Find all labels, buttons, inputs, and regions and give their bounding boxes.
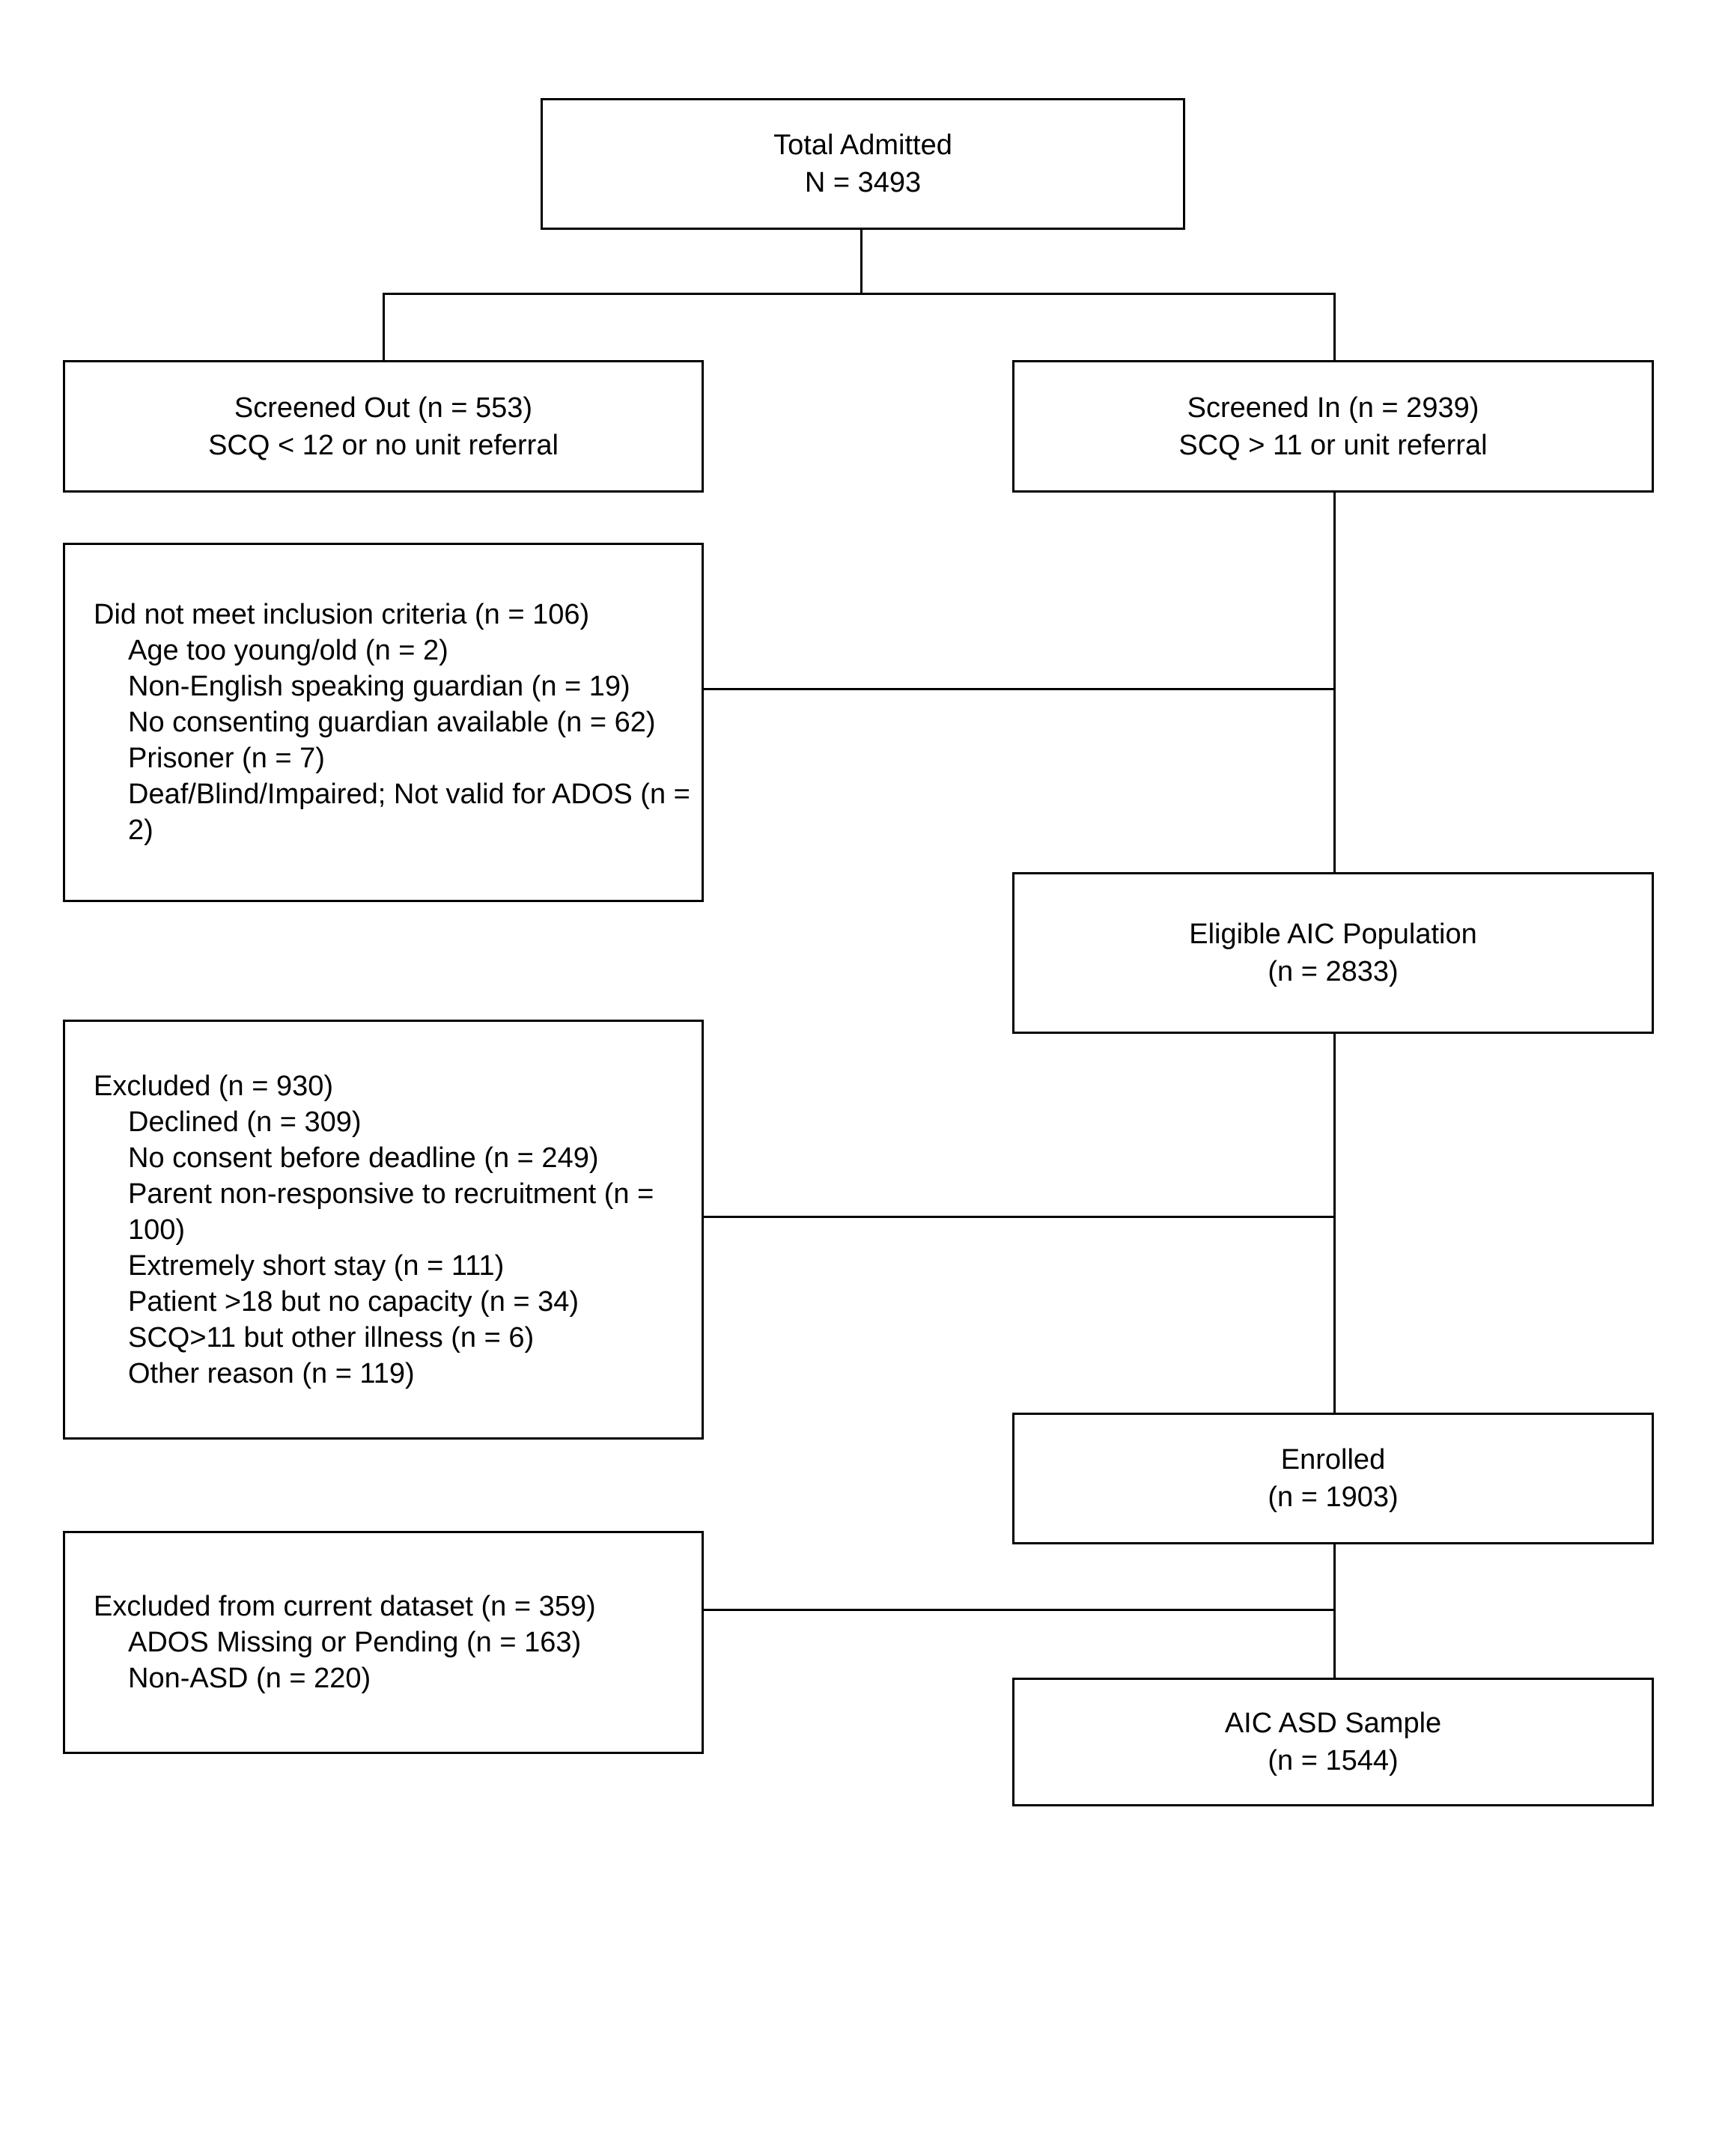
box-line: SCQ > 11 or unit referral xyxy=(1178,429,1488,461)
list-item: Non-ASD (n = 220) xyxy=(128,1663,371,1694)
list-item: Prisoner (n = 7) xyxy=(128,743,325,774)
box-line: Screened Out (n = 553) xyxy=(234,392,533,424)
connector-split-horizontal xyxy=(383,293,1336,295)
box-heading: Did not meet inclusion criteria (n = 106… xyxy=(94,599,590,630)
list-item: SCQ>11 but other illness (n = 6) xyxy=(128,1321,535,1353)
box-line: N = 3493 xyxy=(804,167,922,198)
flow-box-screened-in: Screened In (n = 2939) SCQ > 11 or unit … xyxy=(1012,360,1654,493)
flow-box-excluded: Excluded (n = 930) Declined (n = 309) No… xyxy=(63,1020,704,1440)
box-line: AIC ASD Sample xyxy=(1224,1708,1442,1739)
flow-box-did-not-meet-criteria: Did not meet inclusion criteria (n = 106… xyxy=(63,543,704,902)
box-line: Enrolled xyxy=(1280,1444,1386,1476)
box-line: Screened In (n = 2939) xyxy=(1187,392,1479,424)
connector-excluded-dataset-branch xyxy=(704,1609,1335,1611)
box-heading: Excluded from current dataset (n = 359) xyxy=(94,1591,596,1622)
flow-box-aic-asd-sample: AIC ASD Sample (n = 1544) xyxy=(1012,1678,1654,1806)
list-item: Patient >18 but no capacity (n = 34) xyxy=(128,1285,579,1318)
list-item: Parent non-responsive to recruitment (n … xyxy=(128,1178,654,1246)
box-heading: Excluded (n = 930) xyxy=(94,1070,334,1102)
list-item: Deaf/Blind/Impaired; Not valid for ADOS … xyxy=(128,779,690,846)
flow-box-total-admitted: Total Admitted N = 3493 xyxy=(541,98,1185,230)
connector-screened-in-to-eligible xyxy=(1333,493,1336,872)
list-item: No consenting guardian available (n = 62… xyxy=(128,707,656,738)
connector-enrolled-to-sample xyxy=(1333,1544,1336,1678)
box-line: Total Admitted xyxy=(773,130,952,161)
flow-box-enrolled: Enrolled (n = 1903) xyxy=(1012,1413,1654,1544)
box-line: SCQ < 12 or no unit referral xyxy=(208,429,559,461)
box-line: (n = 1903) xyxy=(1268,1482,1399,1513)
flow-box-excluded-from-dataset: Excluded from current dataset (n = 359) … xyxy=(63,1531,704,1754)
list-item: Declined (n = 309) xyxy=(128,1106,362,1138)
connector-total-to-split xyxy=(860,230,862,295)
list-item: ADOS Missing or Pending (n = 163) xyxy=(128,1627,582,1658)
connector-split-to-screened-in xyxy=(1333,293,1336,360)
connector-excluded-branch xyxy=(704,1216,1335,1218)
list-item: Non-English speaking guardian (n = 19) xyxy=(128,671,630,702)
list-item: Other reason (n = 119) xyxy=(128,1357,415,1389)
box-line: Eligible AIC Population xyxy=(1189,919,1477,950)
connector-split-to-screened-out xyxy=(383,293,385,360)
list-item: Age too young/old (n = 2) xyxy=(128,635,448,666)
box-line: (n = 1544) xyxy=(1268,1745,1399,1776)
connector-did-not-meet-branch xyxy=(704,688,1335,690)
connector-eligible-to-enrolled xyxy=(1333,1034,1336,1413)
list-item: Extremely short stay (n = 111) xyxy=(128,1249,505,1282)
flow-box-screened-out: Screened Out (n = 553) SCQ < 12 or no un… xyxy=(63,360,704,493)
box-line: (n = 2833) xyxy=(1268,956,1399,987)
list-item: No consent before deadline (n = 249) xyxy=(128,1142,599,1174)
flow-box-eligible-aic-population: Eligible AIC Population (n = 2833) xyxy=(1012,872,1654,1034)
